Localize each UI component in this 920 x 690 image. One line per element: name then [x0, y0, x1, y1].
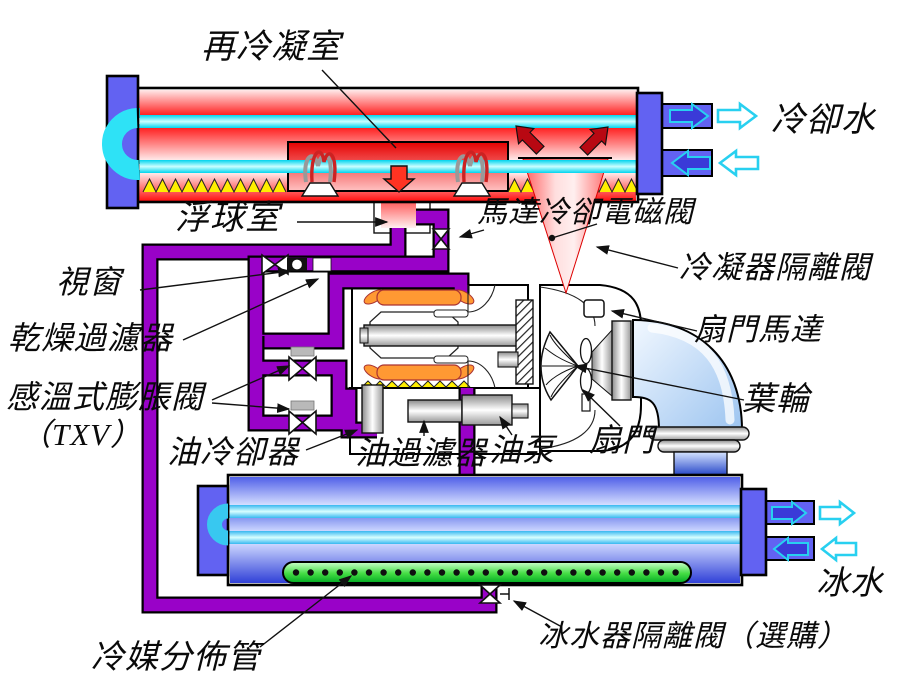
distribution-orifice-dot: [643, 569, 650, 576]
evaporator-water-tube: [228, 531, 740, 544]
impeller: [540, 330, 579, 402]
water-out-arrow-icon: [771, 499, 808, 527]
distribution-orifice-dot: [409, 569, 416, 576]
distribution-orifice-dot: [424, 569, 431, 576]
distribution-orifice-dot: [307, 569, 314, 576]
leader-condenser-isolation-valve: [595, 245, 679, 269]
leader-oil-cooler: [305, 429, 359, 451]
motor-cooling-cone: [522, 158, 609, 295]
motor-winding-top: [363, 289, 475, 306]
leader-filter-drier: [182, 278, 320, 341]
suction-duct: [673, 451, 728, 476]
distribution-orifice-dot: [570, 569, 577, 576]
distribution-orifice-dot: [351, 569, 358, 576]
leader-thermostatic-expansion-valve: [211, 365, 291, 401]
distribution-orifice-dot: [292, 569, 300, 576]
chilled-water-arrows: [771, 499, 858, 563]
inlet-vanes: [579, 337, 593, 412]
leader-motor-cooling-solenoid-valve: [458, 228, 485, 239]
pipe-fittings: [261, 228, 451, 436]
leader-vane: [581, 389, 621, 427]
water-out-arrow-icon: [716, 101, 759, 131]
water-in-arrow-icon: [717, 148, 760, 178]
distribution-orifice-dot: [380, 569, 387, 576]
sight-glass-lens: [290, 258, 304, 271]
distribution-orifice-dot: [365, 569, 373, 576]
filter-drier-body: [312, 257, 332, 272]
distribution-orifice-dot: [482, 569, 489, 576]
gear-coupling: [515, 299, 534, 385]
evaporator-vessel: [196, 473, 858, 587]
condenser-vessel: [102, 74, 760, 295]
evaporator-isolation-valve-symbol: [477, 584, 510, 604]
distribution-orifice-dot: [555, 569, 562, 576]
condenser-water-tube: [138, 115, 637, 128]
distribution-orifice-dot: [614, 569, 621, 576]
motor-shaft: [363, 324, 519, 347]
leader-recondensing-chamber: [321, 69, 397, 149]
leader-vane-motor: [610, 308, 698, 332]
leader-refrigerant-distribution-pipe: [259, 575, 353, 648]
distribution-orifice-dot: [453, 569, 460, 576]
distribution-orifice-dot: [584, 569, 592, 576]
cooling-water-arrows: [669, 101, 760, 178]
leader-evaporator-isolation-valve: [512, 600, 563, 628]
refrigerant-spray: [300, 150, 340, 197]
motor-winding-bottom: [363, 364, 475, 381]
distribution-orifice-dot: [541, 569, 548, 576]
evaporator-right-cap: [739, 487, 768, 577]
distribution-orifice-dot: [599, 569, 606, 576]
water-in-arrow-icon: [772, 535, 809, 563]
water-out-arrow-icon: [669, 102, 710, 130]
condenser-water-tube: [138, 160, 637, 173]
distribution-orifice-dot: [526, 569, 533, 576]
distribution-orifice-dot: [497, 569, 504, 576]
distribution-orifice-dot: [336, 569, 343, 576]
water-in-arrow-icon: [819, 535, 858, 563]
distribution-orifice-dot: [438, 569, 446, 576]
leader-impeller: [573, 363, 745, 401]
leader-sight-glass: [139, 267, 292, 291]
oil-filter-body: [407, 399, 463, 423]
compressor-internals: [359, 284, 643, 452]
refrigerant-spray: [452, 150, 492, 197]
distribution-pipe: [282, 561, 692, 584]
condenser-zigzag: [142, 177, 287, 194]
distribution-orifice-dot: [657, 569, 665, 576]
distribution-orifice-dot: [672, 569, 679, 576]
distribution-orifice-dot: [468, 569, 475, 576]
evaporator-water-tube: [228, 505, 740, 518]
vane-motor-body: [583, 299, 605, 318]
distribution-orifice-dot: [322, 569, 329, 576]
distribution-orifice-dot: [395, 569, 402, 576]
liquid-down-arrow-icon: [382, 165, 416, 193]
leader-oil-pump: [499, 415, 513, 436]
condenser-right-cap: [635, 91, 664, 196]
water-out-arrow-icon: [818, 499, 857, 527]
oil-cooler-body: [361, 384, 384, 434]
leader-lines: [139, 69, 745, 648]
leader-thermostatic-expansion-valve: [211, 402, 291, 413]
distribution-orifice-dot: [511, 569, 519, 576]
discharge-flange: [611, 320, 632, 401]
solenoid-valve-symbol: [431, 228, 451, 250]
distribution-orifice-dot: [628, 569, 635, 576]
txv-valve-assembly: [288, 346, 317, 436]
leader-motor-cooling-solenoid-valve: [551, 223, 598, 239]
suction-elbow: [632, 318, 750, 476]
motor-zigzag: [361, 380, 471, 388]
water-in-arrow-icon: [670, 149, 711, 177]
